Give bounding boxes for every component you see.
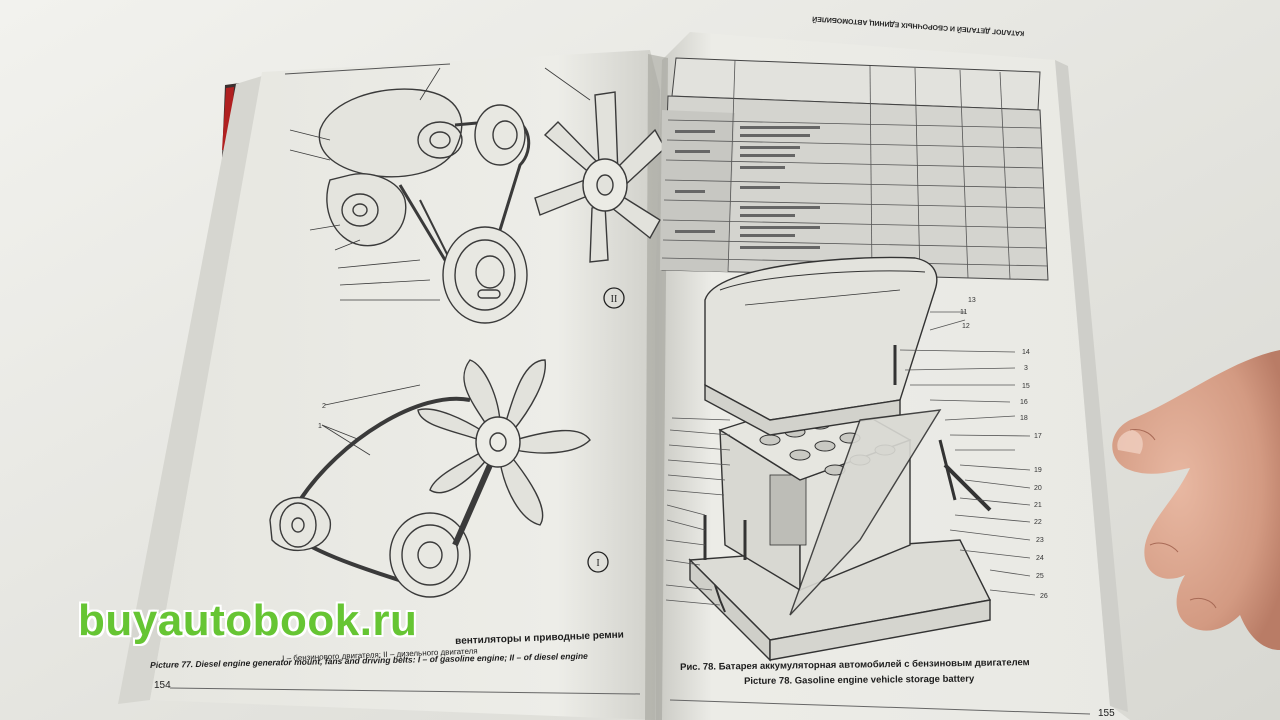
drawing-storage-battery [688,256,992,662]
callout-21: 21 [1034,502,1042,509]
callout-15: 15 [1022,383,1030,390]
hand [1112,350,1280,650]
callout-25: 25 [1036,573,1044,580]
view-label-ii-circle [603,287,625,309]
callout-11: 11 [960,309,967,316]
callout-26: 26 [1040,593,1048,600]
callout-17: 17 [1034,433,1042,440]
callout-13: 13 [968,297,976,304]
right-page-number: 155 [1098,708,1115,719]
callout-3: 3 [1024,365,1028,372]
drawing-generator-diesel [289,67,531,324]
callout-left-1: 1 [318,423,322,430]
callout-18: 18 [1020,415,1028,422]
callout-left-2: 2 [322,403,326,410]
left-page-stack [118,76,262,704]
view-label-i-circle [587,551,609,573]
left-page [150,50,660,720]
callout-20: 20 [1034,485,1042,492]
callout-24: 24 [1036,555,1044,562]
drawing-fan-diesel [534,67,666,263]
right-page-stack [1055,60,1128,712]
callout-14: 14 [1022,349,1030,356]
callout-23: 23 [1036,537,1044,544]
callout-16: 16 [1020,399,1028,406]
right-footer-rule [669,699,1091,715]
view-label-ii: II [611,294,618,305]
left-header-rule [284,63,451,75]
view-label-i: I [596,558,599,569]
battery-leader-lines [665,311,1036,606]
watermark-text: buyautobook.ru [78,596,418,645]
parts-table [660,57,1049,281]
callout-12: 12 [962,323,970,330]
left-page-number: 154 [154,680,171,691]
battery-callouts: 13 11 12 14 3 15 16 17 18 19 20 21 22 23… [960,297,1048,600]
drawing-fan-belt-gasoline [269,359,591,598]
callout-19: 19 [1034,467,1042,474]
callout-22: 22 [1034,519,1042,526]
left-footer-rule [169,687,641,695]
